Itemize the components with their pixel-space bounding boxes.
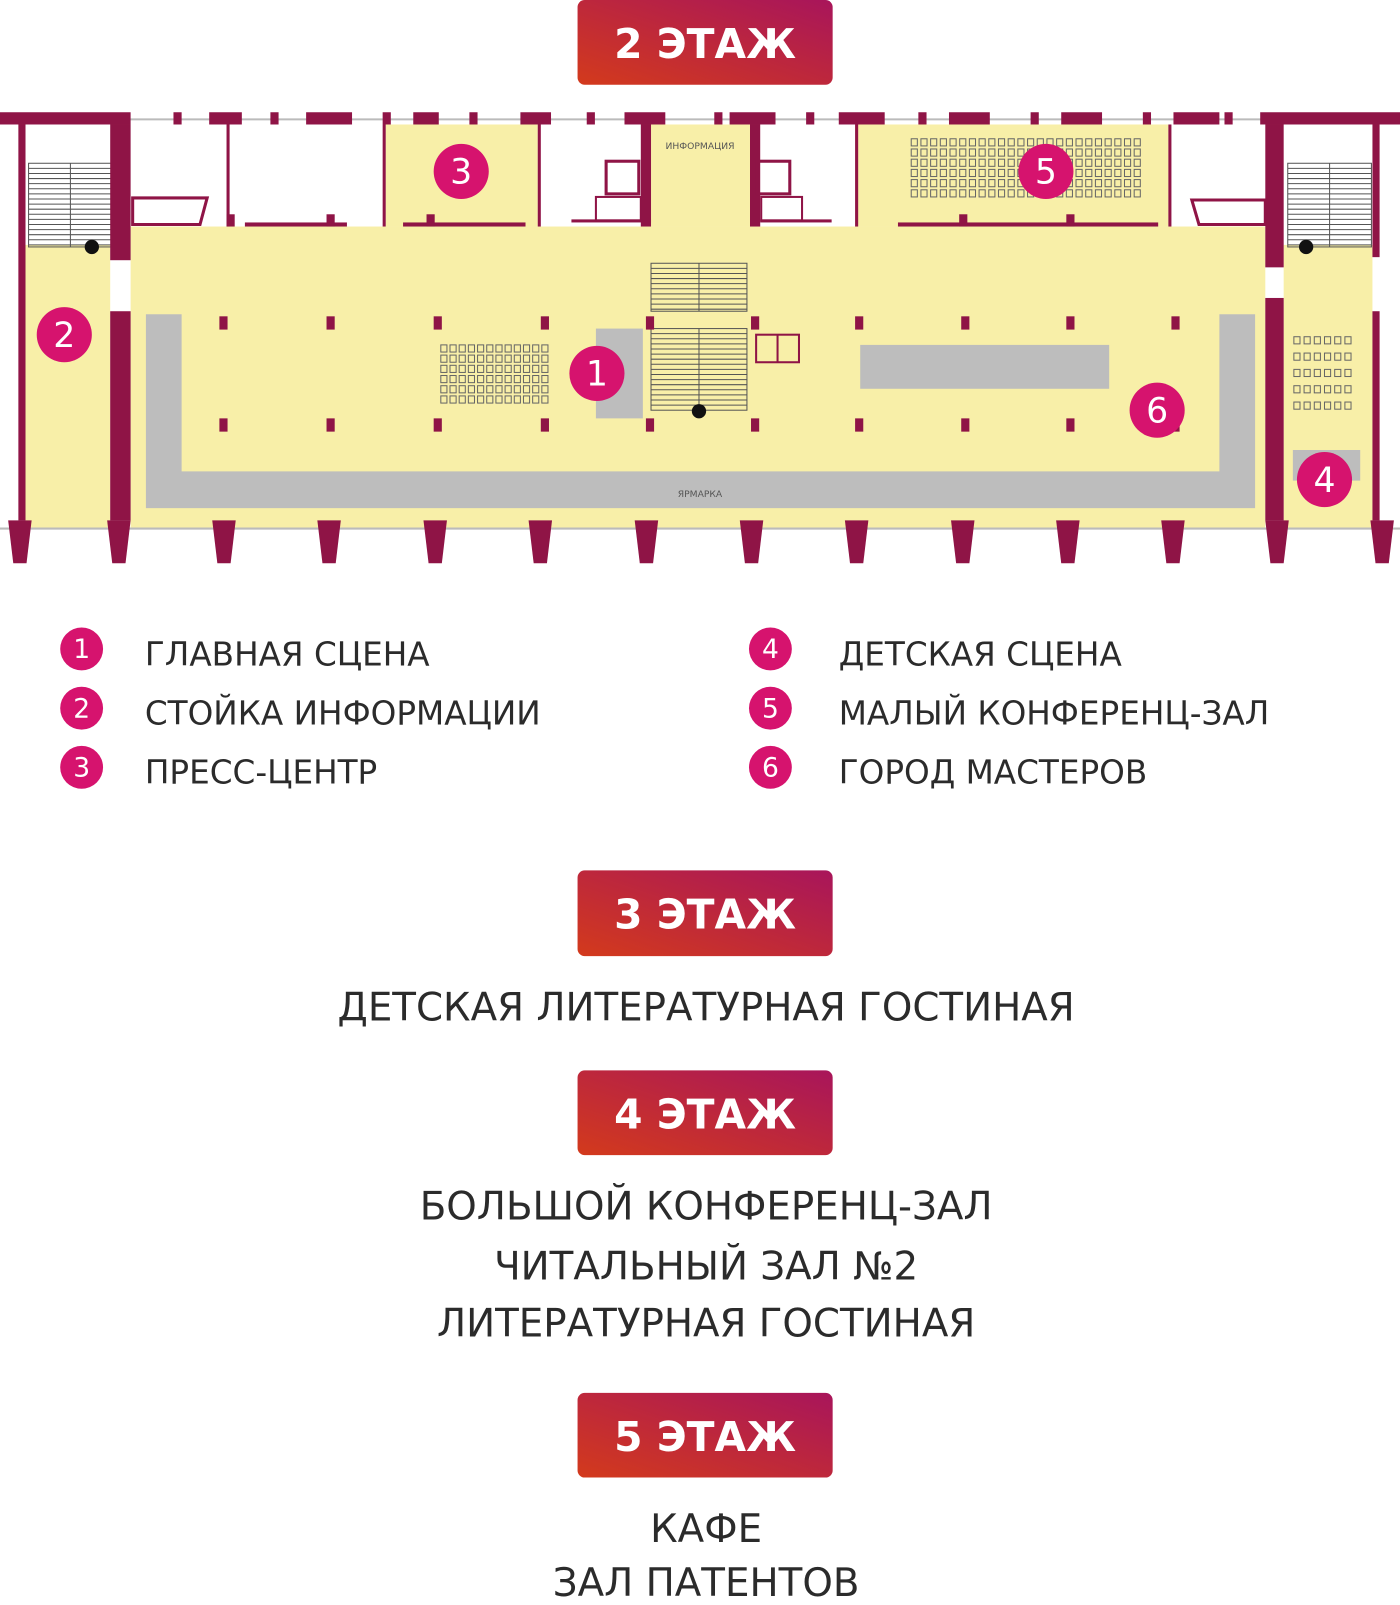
marker-2[interactable]: 2: [36, 307, 92, 363]
marker-circle: [433, 143, 489, 199]
legend-label: ГЛАВНАЯ СЦЕНА: [145, 635, 430, 673]
floor-4-item: БОЛЬШОЙ КОНФЕРЕНЦ-ЗАЛ: [420, 1182, 993, 1229]
conference-room-small: [855, 124, 1169, 227]
legend-label: МАЛЫЙ КОНФЕРЕНЦ-ЗАЛ: [839, 694, 1270, 732]
legend-number: 4: [762, 634, 779, 665]
floor-2-plan: ЯРМАРКА ИНФОРМАЦИЯ 1 2 3 4 5 6: [0, 112, 1400, 564]
legend-number: 5: [762, 693, 779, 724]
marker-6[interactable]: 6: [1129, 382, 1185, 438]
legend-number: 1: [73, 634, 90, 665]
legend-marker: [748, 627, 792, 671]
legend-label: СТОЙКА ИНФОРМАЦИИ: [145, 694, 541, 732]
marker-number: 3: [450, 153, 472, 193]
floor-5-item: КАФЕ: [650, 1507, 762, 1552]
walls: [0, 112, 1400, 564]
floor-2-button[interactable]: 2 ЭТАЖ: [577, 0, 833, 85]
legend-item: 6 ГОРОД МАСТЕРОВ: [748, 745, 1147, 792]
marker-number: 2: [53, 316, 75, 356]
marker-circle: [569, 345, 625, 402]
masters-booth: [860, 344, 1110, 389]
legend-marker: [60, 745, 104, 789]
floor-2-title: 2 ЭТАЖ: [614, 20, 796, 68]
marker-number: 4: [1313, 461, 1335, 501]
marker-5[interactable]: 5: [1018, 143, 1074, 199]
legend-item: 3 ПРЕСС-ЦЕНТР: [60, 745, 377, 792]
legend-number: 3: [73, 753, 90, 784]
legend-marker: [60, 686, 104, 730]
marker-3[interactable]: 3: [433, 143, 489, 199]
floor-5-button[interactable]: 5 ЭТАЖ: [577, 1392, 833, 1478]
floor-3-title: 3 ЭТАЖ: [614, 891, 796, 939]
seating: [440, 138, 1352, 410]
stairs: [28, 162, 1372, 411]
marker-circle: [1296, 452, 1353, 508]
legend-label: ДЕТСКАЯ СЦЕНА: [839, 635, 1123, 673]
floor-4-button[interactable]: 4 ЭТАЖ: [577, 1070, 833, 1156]
legend: 1 ГЛАВНАЯ СЦЕНА 2 СТОЙКА ИНФОРМАЦИИ 3 ПРЕСС-Ц…: [60, 627, 1270, 792]
legend-item: 5 МАЛЫЙ КОНФЕРЕНЦ-ЗАЛ: [748, 686, 1270, 732]
marker-number: 6: [1146, 391, 1168, 431]
floor-4-item: ЛИТЕРАТУРНАЯ ГОСТИНАЯ: [437, 1302, 975, 1347]
floor-4-item: ЧИТАЛЬНЫЙ ЗАЛ №2: [494, 1243, 918, 1290]
floor-5-item: ЗАЛ ПАТЕНТОВ: [553, 1561, 860, 1600]
legend-item: 2 СТОЙКА ИНФОРМАЦИИ: [60, 686, 541, 732]
marker-circle: [1129, 382, 1185, 438]
floor-4-title: 4 ЭТАЖ: [614, 1091, 796, 1139]
fair-label: ЯРМАРКА: [678, 489, 723, 500]
legend-label: ГОРОД МАСТЕРОВ: [839, 754, 1147, 792]
marker-circle: [36, 307, 92, 363]
info-label: ИНФОРМАЦИЯ: [666, 141, 735, 152]
legend-marker: [60, 627, 104, 671]
info-room: [651, 124, 750, 227]
legend-item: 4 ДЕТСКАЯ СЦЕНА: [748, 627, 1123, 673]
legend-marker: [748, 745, 792, 789]
marker-1[interactable]: 1: [569, 345, 625, 402]
marker-circle: [1018, 143, 1074, 199]
fair-booths: [145, 314, 1256, 509]
legend-item: 1 ГЛАВНАЯ СЦЕНА: [60, 627, 430, 673]
legend-number: 6: [762, 753, 779, 784]
marker-number: 1: [586, 355, 608, 395]
floor-5-title: 5 ЭТАЖ: [614, 1413, 796, 1461]
legend-label: ПРЕСС-ЦЕНТР: [145, 754, 377, 792]
marker-4[interactable]: 4: [1296, 452, 1353, 508]
marker-number: 5: [1035, 153, 1057, 193]
legend-marker: [748, 686, 792, 730]
legend-number: 2: [73, 693, 90, 724]
floor-3-button[interactable]: 3 ЭТАЖ: [577, 870, 833, 957]
floor-3-item: ДЕТСКАЯ ЛИТЕРАТУРНАЯ ГОСТИНАЯ: [338, 985, 1075, 1030]
left-corridor: [25, 244, 111, 529]
